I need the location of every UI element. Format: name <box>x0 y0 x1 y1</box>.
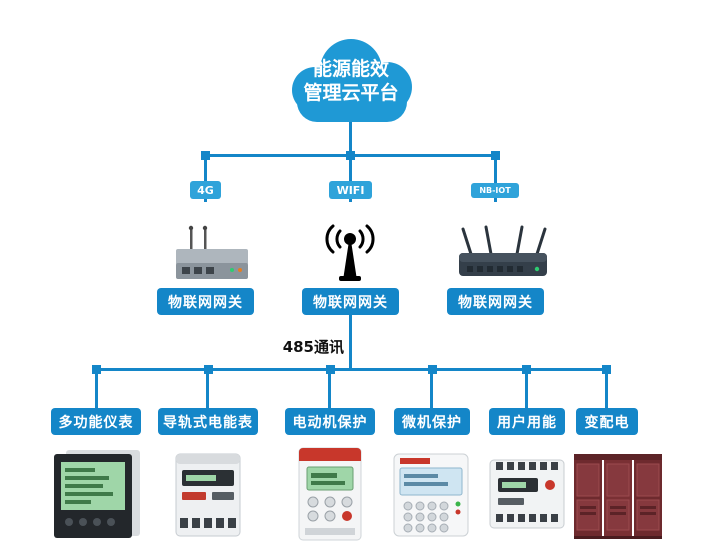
junction-node <box>204 365 213 374</box>
device-label-micro-protection: 微机保护 <box>394 408 470 435</box>
user-energy-meter-image <box>486 456 568 532</box>
connector-gateway-to-485 <box>349 315 352 371</box>
motor-protection-image <box>297 446 363 542</box>
micro-protection-image <box>392 452 470 538</box>
antenna-signal-icon <box>318 221 382 287</box>
bus-485-label: 485通讯 <box>282 338 344 356</box>
junction-node <box>201 151 210 160</box>
device-label-multifunction-meter: 多功能仪表 <box>51 408 141 435</box>
junction-node <box>428 365 437 374</box>
connector-drop-device2 <box>206 368 209 410</box>
connector-drop-device3 <box>328 368 331 410</box>
connector-drop-device1 <box>95 368 98 410</box>
device-label-din-rail-meter: 导轨式电能表 <box>158 408 258 435</box>
gateway-nbiot-router-image <box>455 224 551 286</box>
connector-drop-device4 <box>430 368 433 410</box>
cloud-icon <box>283 30 419 128</box>
gateway-label-3: 物联网网关 <box>447 288 544 315</box>
junction-node <box>522 365 531 374</box>
cloud-title-line1: 能源能效 <box>312 58 389 80</box>
connector-cloud-drop <box>349 120 352 156</box>
connector-drop-device5 <box>525 368 528 410</box>
junction-node <box>326 365 335 374</box>
cloud-title-line2: 管理云平台 <box>303 82 399 104</box>
badge-nbiot: NB-IOT <box>471 183 519 198</box>
din-rail-meter-image <box>168 452 248 538</box>
badge-wifi: WIFI <box>329 181 372 199</box>
junction-node <box>92 365 101 374</box>
gateway-label-2: 物联网网关 <box>302 288 399 315</box>
badge-4g: 4G <box>190 181 221 199</box>
junction-node <box>491 151 500 160</box>
device-label-motor-protection: 电动机保护 <box>285 408 375 435</box>
device-label-power-distribution: 变配电 <box>576 408 638 435</box>
connector-485-bus <box>95 368 609 371</box>
switchgear-cabinets-image <box>572 450 664 542</box>
connector-drop-wifi <box>349 154 352 202</box>
connector-drop-device6 <box>605 368 608 410</box>
junction-node <box>602 365 611 374</box>
gateway-4g-router-image <box>170 224 254 286</box>
connector-drop-nbiot <box>494 154 497 202</box>
device-label-user-energy: 用户用能 <box>489 408 565 435</box>
multifunction-meter-image <box>50 448 142 542</box>
cloud-platform-title: 能源能效 管理云平台 <box>283 57 419 105</box>
connector-drop-4g <box>204 154 207 202</box>
junction-node <box>346 151 355 160</box>
gateway-label-1: 物联网网关 <box>157 288 254 315</box>
